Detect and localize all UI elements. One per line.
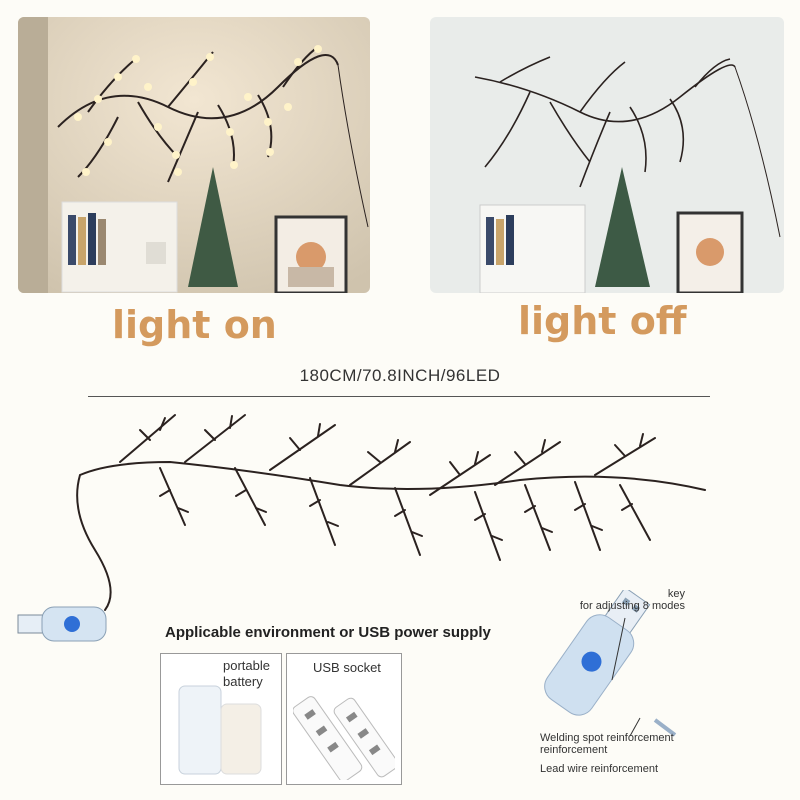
- power-strip-icon: [293, 696, 395, 780]
- caption-light-on: light on: [112, 303, 277, 347]
- key-annotation: key for adjusting 8 modes: [579, 588, 685, 612]
- power-bank-icon: [178, 685, 262, 775]
- vine-illustration: [76, 414, 706, 611]
- portable-label: portable battery: [223, 658, 270, 689]
- usb-socket-box: USB socket: [286, 653, 402, 785]
- divider: [88, 396, 710, 397]
- photo-light-on: [18, 17, 370, 293]
- mode-button-icon: [64, 616, 80, 632]
- welding-annotation: Welding spot reinforcement reinforcement: [540, 732, 674, 756]
- photo-light-off: [430, 17, 784, 293]
- usb-connector: [17, 606, 107, 642]
- caption-light-off: light off: [518, 299, 687, 343]
- lead-wire-annotation: Lead wire reinforcement: [540, 763, 659, 775]
- mode-button-large-icon: [581, 651, 602, 672]
- portable-battery-box: portable battery: [160, 653, 282, 785]
- usb-socket-label: USB socket: [313, 660, 381, 675]
- usb-controller: [544, 590, 677, 737]
- environment-title: Applicable environment or USB power supp…: [165, 624, 491, 641]
- annotation-lines: [611, 617, 641, 737]
- spec-text: 180CM/70.8INCH/96LED: [299, 366, 501, 385]
